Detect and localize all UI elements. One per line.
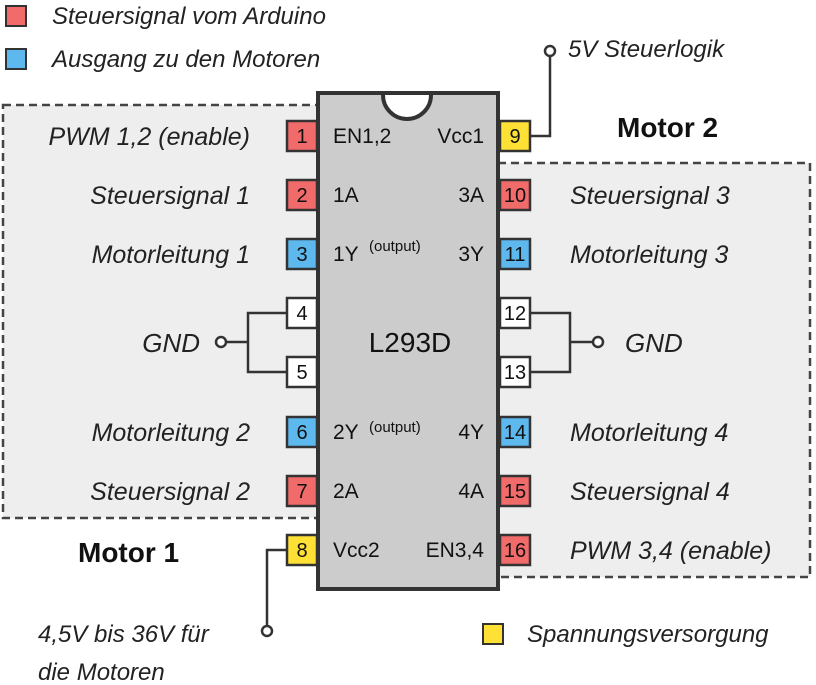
gnd-right-terminal — [591, 335, 605, 349]
motor2-region — [496, 161, 812, 579]
legend-power-swatch — [482, 623, 504, 645]
pin-15-number: 15 — [504, 481, 526, 503]
pin-15-box — [498, 474, 532, 508]
pin-1-number: 1 — [296, 126, 307, 148]
chip-notch — [381, 94, 433, 121]
pin-3-code: 1Y — [333, 243, 359, 266]
pin-12-box — [498, 296, 532, 330]
legend-power-label: Spannungsversorgung — [527, 621, 769, 648]
pin-14-box — [498, 415, 532, 449]
legend-control-label: Steuersignal vom Arduino — [52, 3, 326, 30]
pin-10-box — [498, 178, 532, 212]
pin-7-number: 7 — [296, 481, 307, 503]
vcc2-wire — [265, 548, 286, 627]
pin-11-number: 11 — [505, 244, 526, 266]
pin-10-code: 3A — [458, 184, 484, 207]
pin-3-number: 3 — [296, 244, 307, 266]
pin-16-code: EN3,4 — [426, 539, 485, 562]
pin-3-box — [285, 237, 319, 271]
vcc2-note-line1: 4,5V bis 36V für — [38, 621, 210, 648]
pin-9-box — [498, 119, 532, 153]
pin-10-label: Steuersignal 3 — [570, 182, 730, 210]
pin-7-box — [285, 474, 319, 508]
pin-1-box — [285, 119, 319, 153]
pin-8-box — [285, 533, 319, 567]
pin-2-box — [285, 178, 319, 212]
legend-output-swatch — [5, 48, 27, 70]
pin-8-number: 8 — [296, 540, 307, 562]
pin-11-code: 3Y — [458, 243, 484, 266]
pin-6-number: 6 — [296, 422, 307, 444]
pin-1-code: EN1,2 — [333, 125, 391, 148]
pin-5-box — [285, 355, 319, 389]
vcc2-note-line2: die Motoren — [38, 659, 165, 685]
output-note-bottom: (output) — [369, 419, 421, 436]
pin-6-code: 2Y — [333, 421, 359, 444]
pin-12-number: 12 — [504, 303, 526, 325]
pin-11-box — [498, 237, 532, 271]
pin-6-label: Motorleitung 2 — [92, 419, 251, 447]
pin-13-number: 13 — [504, 362, 526, 384]
pin-7-label: Steuersignal 2 — [90, 478, 250, 506]
pin-11-label: Motorleitung 3 — [570, 241, 729, 269]
pin-2-code: 1A — [333, 184, 359, 207]
vcc1-terminal — [543, 44, 557, 58]
pin-15-code: 4A — [458, 480, 484, 503]
pin-16-label: PWM 3,4 (enable) — [570, 537, 771, 565]
pin-5-number: 5 — [296, 362, 307, 384]
vcc1-note: 5V Steuerlogik — [568, 36, 726, 63]
gnd-right-label: GND — [625, 328, 683, 358]
pin-4-number: 4 — [296, 303, 307, 325]
pin-14-number: 14 — [504, 422, 526, 444]
pin-6-box — [285, 415, 319, 449]
motor2-label: Motor 2 — [617, 112, 718, 143]
pin-4-box — [285, 296, 319, 330]
vcc1-wire — [530, 55, 552, 138]
right-pin-group: 9 Vcc1 10 3A Steuersignal 3 11 3Y Motorleitung … — [426, 119, 771, 567]
pin-1-label: PWM 1,2 (enable) — [49, 123, 250, 151]
pin-2-number: 2 — [296, 185, 307, 207]
pin-9-number: 9 — [509, 126, 520, 148]
pin-8-code: Vcc2 — [333, 539, 380, 562]
pin-15-label: Steuersignal 4 — [570, 478, 730, 506]
pin-14-code: 4Y — [458, 421, 484, 444]
pin-14-label: Motorleitung 4 — [570, 419, 728, 447]
gnd-left-label: GND — [142, 328, 200, 358]
motor1-label: Motor 1 — [78, 537, 179, 568]
pin-2-label: Steuersignal 1 — [90, 182, 250, 210]
left-pin-group: 1 EN1,2 PWM 1,2 (enable) 2 1A Steuersignal 1 3… — [49, 119, 391, 567]
output-note-top: (output) — [369, 238, 421, 255]
pin-10-number: 10 — [504, 185, 526, 207]
pin-13-box — [498, 355, 532, 389]
pin-16-number: 16 — [504, 540, 526, 562]
legend-control-swatch — [5, 5, 27, 27]
pin-3-label: Motorleitung 1 — [92, 241, 250, 269]
pin-9-code: Vcc1 — [437, 125, 484, 148]
chip-body — [316, 91, 500, 591]
legend-output-label: Ausgang zu den Motoren — [50, 46, 320, 73]
vcc2-terminal — [260, 624, 274, 638]
pin-16-box — [498, 533, 532, 567]
motor1-region — [1, 103, 322, 520]
pin-7-code: 2A — [333, 480, 359, 503]
chip-name: L293D — [369, 327, 452, 358]
gnd-left-terminal — [214, 335, 228, 349]
